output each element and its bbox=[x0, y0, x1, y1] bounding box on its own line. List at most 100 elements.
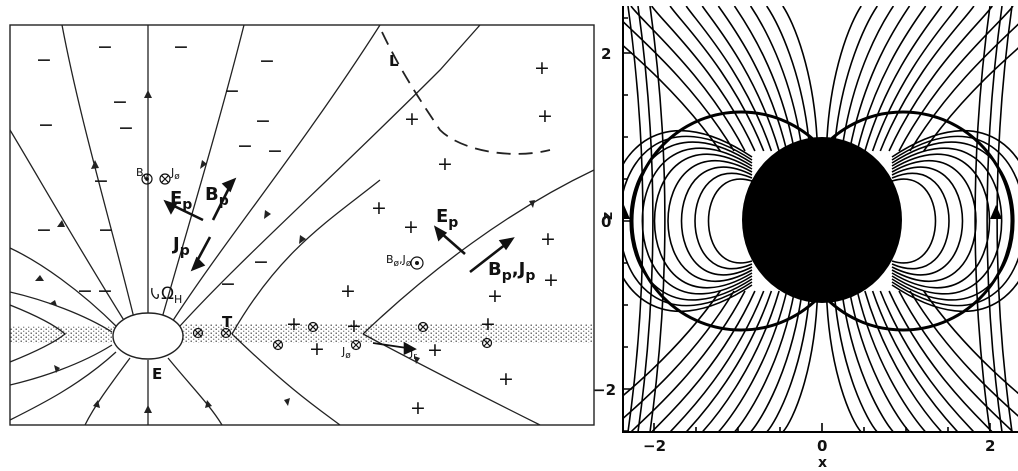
right-field-line bbox=[637, 6, 654, 432]
right-field-line bbox=[833, 290, 878, 432]
plus-sign: + bbox=[540, 228, 556, 250]
plus-sign: + bbox=[371, 197, 387, 219]
left-diagram: − − − − − − − − − − − − − − − − − − bbox=[9, 24, 595, 426]
plus-sign: + bbox=[410, 397, 426, 419]
field-arrowheads bbox=[35, 90, 535, 413]
minus-sign: − bbox=[98, 219, 114, 241]
right-field-lines bbox=[623, 6, 1018, 432]
right-field-line bbox=[891, 153, 991, 289]
y-tick-label: 0 bbox=[601, 213, 611, 231]
right-field-line bbox=[891, 178, 937, 264]
right-field-line bbox=[685, 6, 773, 152]
right-field-line bbox=[891, 141, 1015, 301]
right-field-line bbox=[888, 290, 993, 432]
x-tick-label: 2 bbox=[985, 437, 995, 455]
right-field-line bbox=[623, 44, 721, 152]
jphi-label: Jø bbox=[341, 345, 351, 361]
ep-left-label: Ep bbox=[170, 188, 192, 213]
right-field-line bbox=[649, 6, 666, 432]
omega-label: ΩH bbox=[161, 284, 182, 306]
plus-sign: + bbox=[543, 269, 559, 291]
light-cylinder-L bbox=[381, 31, 551, 155]
bphi-jphi-top-label-j: Jø bbox=[170, 166, 180, 182]
right-field-line bbox=[898, 6, 1014, 152]
y-tick-label: 2 bbox=[601, 45, 611, 63]
right-field-line bbox=[733, 290, 796, 432]
right-field-line bbox=[909, 23, 1018, 152]
minus-sign: − bbox=[93, 170, 109, 192]
right-plot: 2 0 −2 −2 0 2 x z bbox=[593, 6, 1018, 471]
disk-point-label: T bbox=[222, 313, 233, 331]
right-field-line bbox=[841, 290, 894, 432]
bp-left-label: Bp bbox=[205, 184, 229, 209]
light-cylinder-label: L bbox=[389, 52, 399, 70]
right-field-line bbox=[707, 178, 753, 264]
minus-sign: − bbox=[97, 36, 113, 58]
central-black-disk bbox=[742, 137, 902, 303]
right-field-line bbox=[685, 290, 773, 432]
right-field-line bbox=[923, 47, 1018, 152]
axes-frame bbox=[622, 6, 1018, 433]
right-field-line bbox=[669, 6, 765, 152]
plus-sign: + bbox=[437, 153, 453, 175]
minus-sign: − bbox=[220, 273, 236, 295]
right-field-line bbox=[891, 166, 964, 276]
right-field-line bbox=[856, 290, 927, 432]
right-field-line bbox=[733, 6, 796, 152]
right-field-line bbox=[891, 147, 1003, 295]
right-field-line bbox=[669, 290, 765, 432]
y-axis-label: z bbox=[600, 212, 616, 220]
right-field-line bbox=[864, 290, 943, 432]
right-field-line bbox=[653, 153, 753, 289]
bphi-jphi-top-label: Bø bbox=[136, 166, 150, 182]
minus-sign: − bbox=[36, 49, 52, 71]
right-field-line bbox=[766, 6, 811, 152]
right-field-line bbox=[848, 6, 911, 152]
right-field-line bbox=[879, 290, 975, 432]
current-symbols bbox=[141, 173, 493, 351]
right-field-line bbox=[986, 6, 1003, 432]
right-field-line bbox=[627, 6, 644, 432]
right-field-line bbox=[974, 6, 991, 432]
right-field-line bbox=[694, 172, 753, 270]
jr-label: Jr bbox=[409, 346, 417, 362]
right-field-line bbox=[871, 290, 959, 432]
minus-sign: − bbox=[36, 219, 52, 241]
right-field-line bbox=[825, 6, 862, 152]
x-axis-label: x bbox=[818, 455, 827, 471]
plus-signs: + + + + + + + + + + + + + + + + + bbox=[286, 57, 559, 419]
black-hole-ellipse bbox=[112, 312, 184, 360]
x-tick-label: 0 bbox=[817, 437, 827, 455]
minus-sign: − bbox=[253, 251, 269, 273]
right-field-line bbox=[856, 6, 927, 152]
right-field-line bbox=[782, 6, 819, 152]
ep-right-label: Ep bbox=[436, 206, 458, 231]
right-field-line bbox=[717, 290, 788, 432]
right-field-line bbox=[651, 290, 756, 432]
diagram-labels: L T E ΩH Ep Bp Jp Ep Bp,J bbox=[136, 52, 535, 383]
right-field-line bbox=[701, 6, 780, 152]
plus-sign: + bbox=[309, 338, 325, 360]
right-field-line bbox=[888, 6, 993, 152]
bphi-jphi-right-label: Bø,Jø bbox=[386, 253, 412, 269]
right-field-line bbox=[891, 159, 977, 283]
right-field-line bbox=[833, 6, 878, 152]
right-field-line bbox=[717, 6, 788, 152]
right-field-line bbox=[750, 290, 803, 432]
right-field-line bbox=[766, 290, 811, 432]
right-field-line bbox=[782, 290, 819, 432]
field-lines bbox=[10, 25, 594, 425]
right-field-line bbox=[841, 6, 895, 152]
right-field-line bbox=[623, 290, 735, 420]
right-field-line bbox=[630, 6, 746, 152]
right-field-line bbox=[651, 6, 756, 152]
vector-arrows bbox=[163, 177, 515, 356]
right-field-line bbox=[630, 290, 746, 432]
right-field-line bbox=[825, 290, 862, 432]
minus-sign: − bbox=[118, 117, 134, 139]
plus-sign: + bbox=[498, 368, 514, 390]
plus-sign: + bbox=[403, 216, 419, 238]
right-field-line bbox=[667, 159, 753, 283]
right-field-line bbox=[871, 6, 959, 152]
plus-sign: + bbox=[480, 313, 496, 335]
